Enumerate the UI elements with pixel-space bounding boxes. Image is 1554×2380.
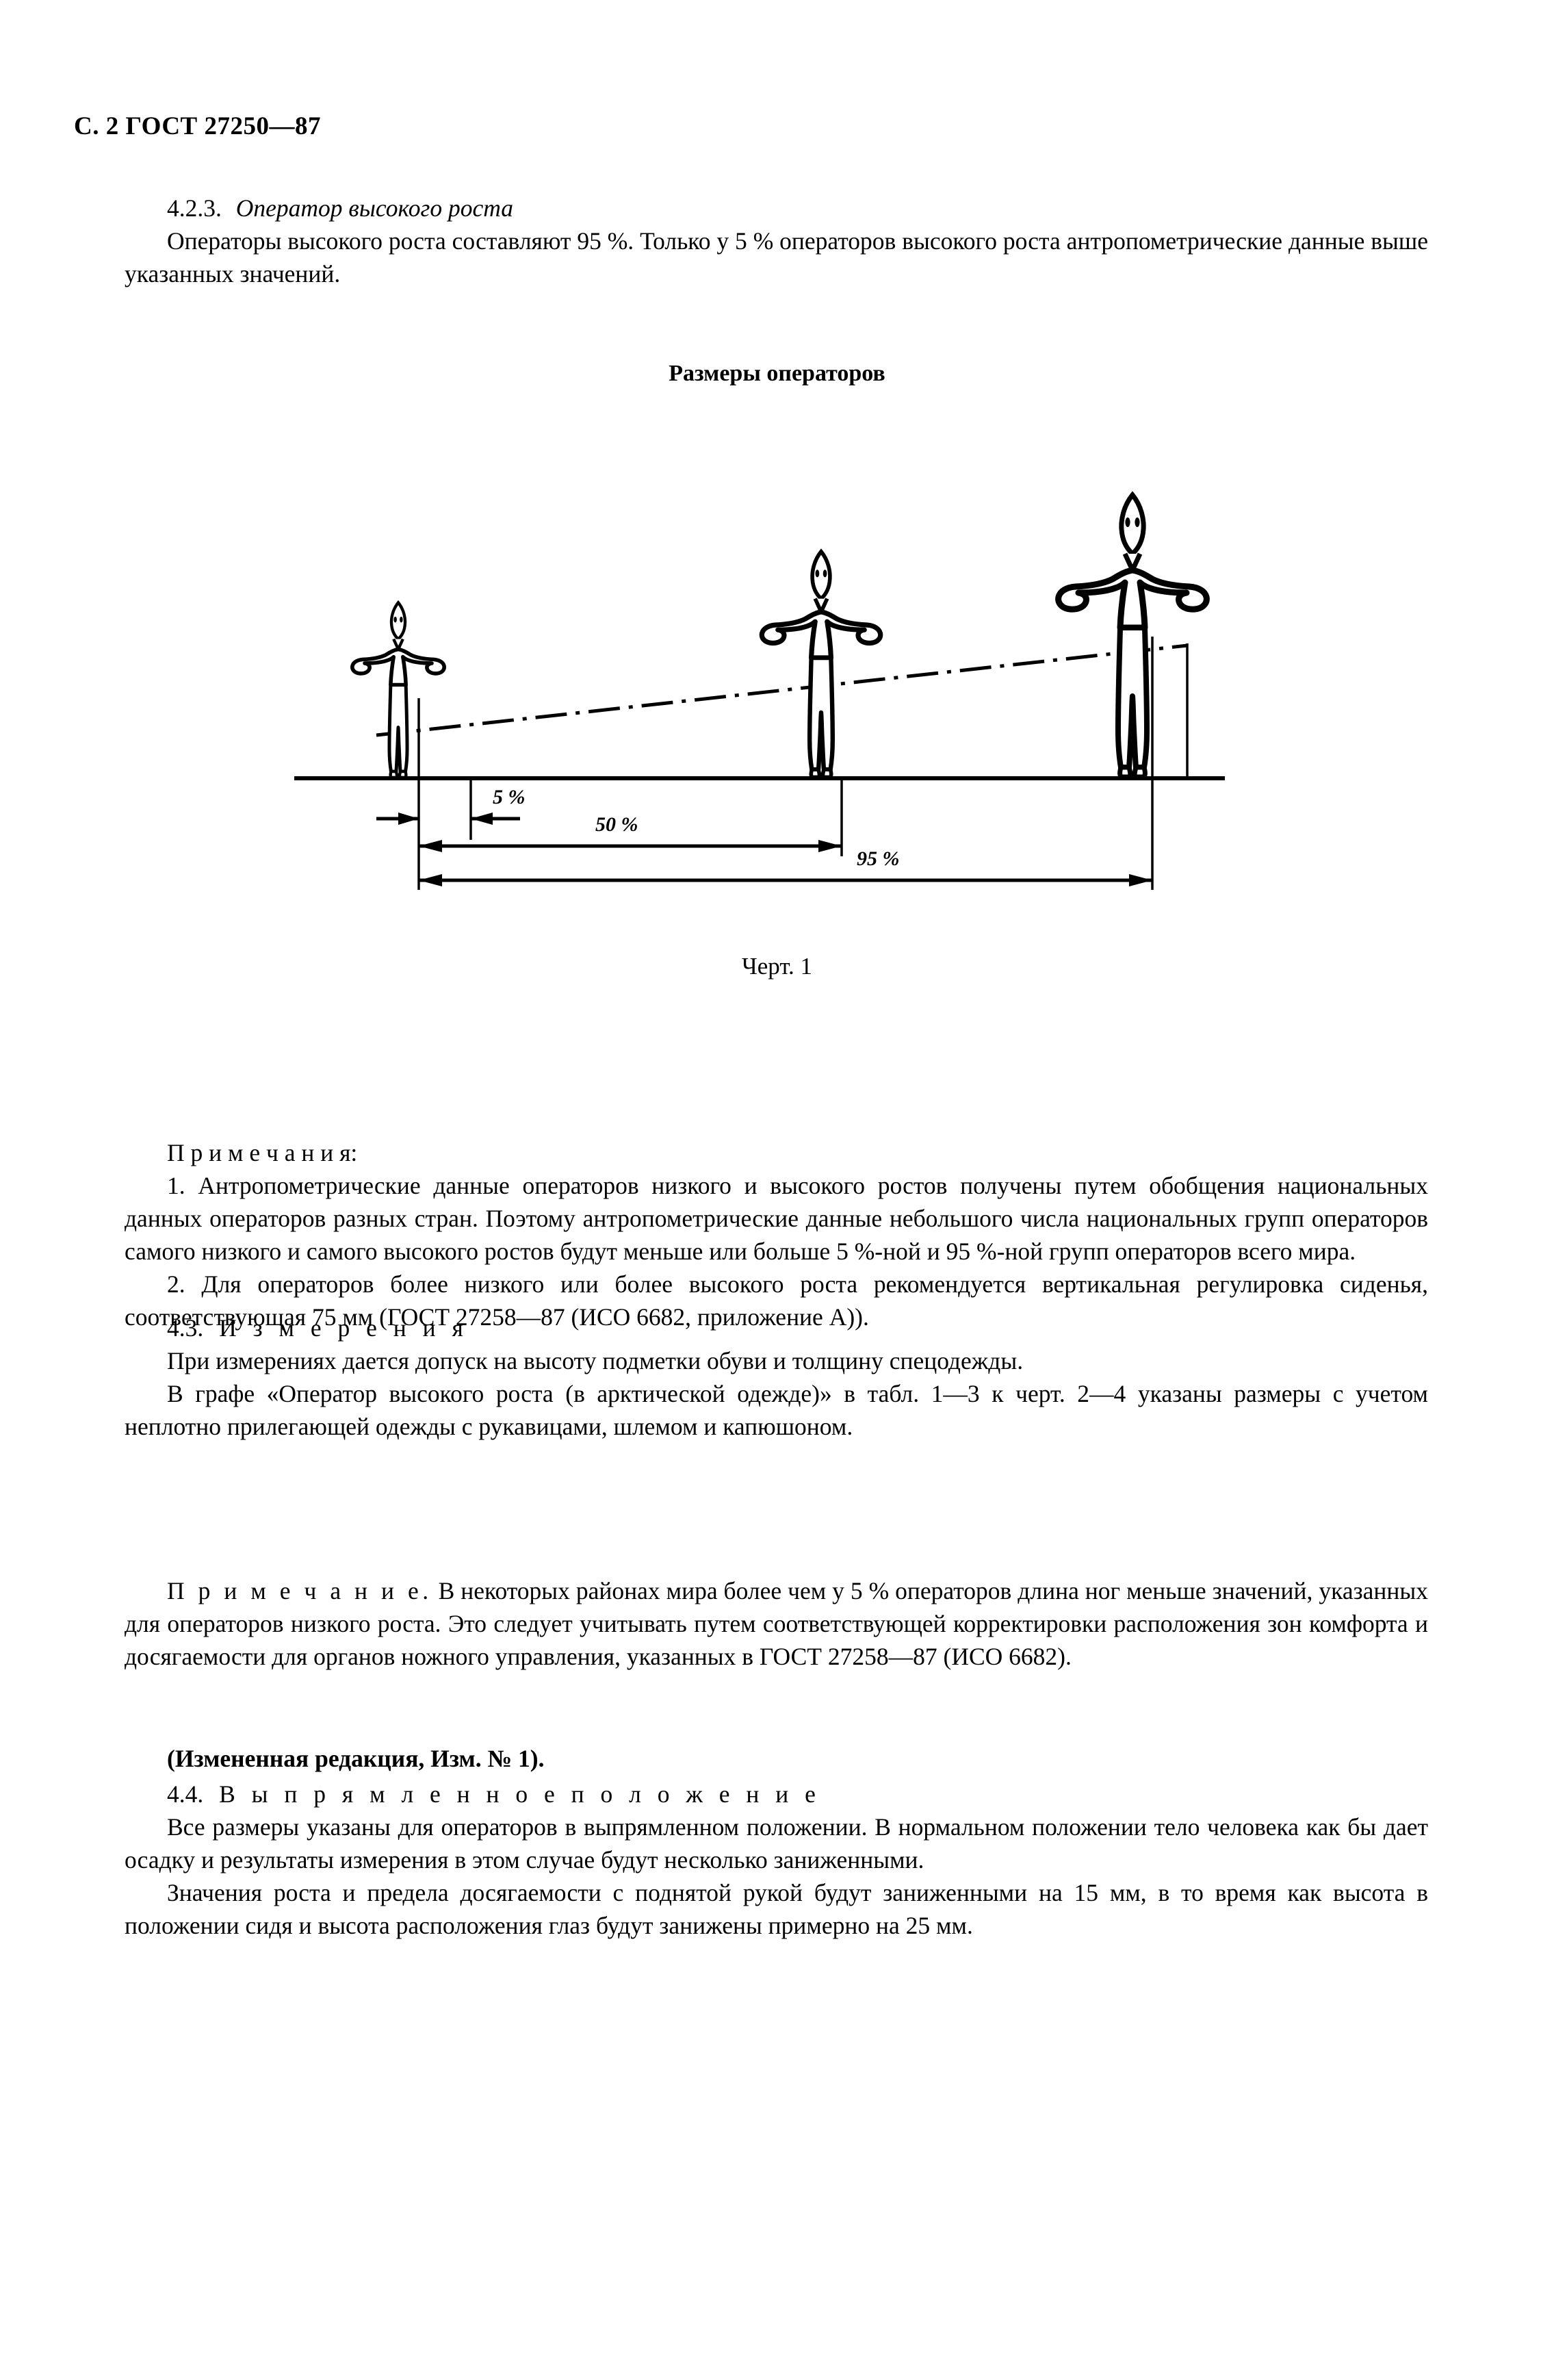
section-4-4-title: В ы п р я м л е н н о е п о л о ж е н и …	[219, 1780, 821, 1808]
section-4-4-p2: Значения роста и предела досягаемости с …	[125, 1879, 1428, 1939]
note-item-1: 1. Антропометрические данные операторов …	[125, 1172, 1428, 1265]
section-4-4-p1: Все размеры указаны для операторов в вып…	[125, 1813, 1428, 1873]
figure-drawing: 5 % 50 % 95 % 100 %	[294, 438, 1225, 890]
section-4-3-title: И з м е р е н и я	[219, 1314, 469, 1342]
dimension-95pct-label: 95 %	[857, 847, 900, 870]
running-head: С. 2 ГОСТ 27250—87	[74, 112, 321, 140]
revision-note: (Измененная редакция, Изм. № 1).	[167, 1745, 545, 1772]
section-4-2-3-body: Операторы высокого роста составляют 95 %…	[125, 227, 1428, 287]
notes-block: П р и м е ч а н и я: 1. Антропометрическ…	[125, 1136, 1428, 1333]
dimension-50pct: 50 %	[419, 813, 842, 852]
operator-figure-tall	[1059, 495, 1207, 777]
note-2-paragraph: П р и м е ч а н и е. В некоторых районах…	[125, 1574, 1428, 1673]
dimension-100pct: 100 %	[732, 886, 786, 890]
section-4-3-p2: В графе «Оператор высокого роста (в аркт…	[125, 1380, 1428, 1440]
section-4-4-heading: 4.4. В ы п р я м л е н н о е п о л о ж е…	[125, 1778, 1428, 1810]
dimension-100pct-label: 100 %	[732, 886, 786, 890]
section-4-4: 4.4. В ы п р я м л е н н о е п о л о ж е…	[125, 1778, 1428, 1942]
section-4-3-p1: При измерениях дается допуск на высоту п…	[167, 1347, 1024, 1374]
figure-title: Размеры операторов	[669, 361, 885, 386]
section-4-4-number: 4.4.	[167, 1780, 204, 1808]
section-4-2-3: 4.2.3. Оператор высокого роста Операторы…	[125, 192, 1428, 290]
section-4-2-3-heading: 4.2.3. Оператор высокого роста	[125, 192, 1428, 225]
section-4-3-number: 4.3.	[167, 1314, 204, 1342]
section-4-3: 4.3. И з м е р е н и я При измерениях да…	[125, 1311, 1428, 1443]
note-item-2: 2. Для операторов более низкого или боле…	[125, 1270, 1428, 1331]
dimension-50pct-label: 50 %	[595, 813, 638, 836]
section-4-3-heading: 4.3. И з м е р е н и я	[125, 1311, 1428, 1344]
operator-figure-medium	[762, 552, 880, 778]
note-2-text: В некоторых районах мира более чем у 5 %…	[125, 1577, 1428, 1670]
stature-trend-line	[376, 643, 1188, 737]
section-4-2-3-title: Оператор высокого роста	[235, 194, 514, 222]
dimension-95pct: 95 %	[419, 847, 1152, 886]
operator-figure-low	[352, 602, 444, 777]
notes-heading: П р и м е ч а н и я:	[167, 1139, 358, 1166]
operators-size-diagram: 5 % 50 % 95 % 100 %	[294, 438, 1225, 890]
note-2-heading: П р и м е ч а н и е.	[167, 1577, 432, 1604]
dimension-5pct: 5 %	[376, 786, 526, 825]
section-4-2-3-number: 4.2.3.	[167, 194, 222, 222]
figure-caption: Черт. 1	[742, 953, 812, 980]
revision-note-block: (Измененная редакция, Изм. № 1).	[125, 1742, 1428, 1775]
dimension-5pct-label: 5 %	[493, 786, 526, 808]
note-block-2: П р и м е ч а н и е. В некоторых районах…	[125, 1574, 1428, 1673]
